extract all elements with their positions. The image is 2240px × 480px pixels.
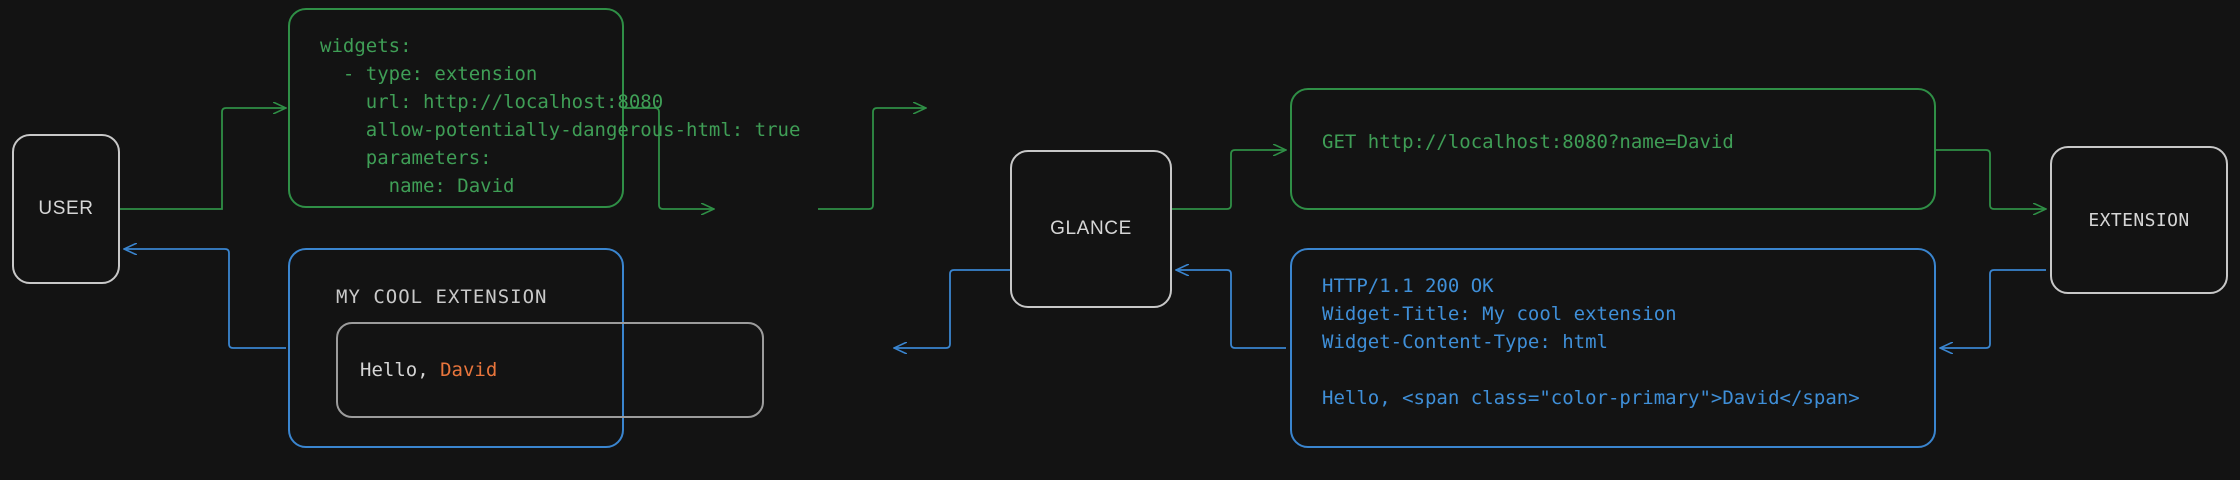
- node-user[interactable]: USER: [12, 134, 120, 284]
- connector-user-to-config: [120, 108, 286, 210]
- node-glance[interactable]: GLANCE: [1010, 150, 1172, 308]
- connector-response-to-glance: [1176, 270, 1286, 349]
- node-glance-label: GLANCE: [1050, 218, 1132, 239]
- connector-extension-to-response: [1940, 269, 2046, 348]
- node-extension[interactable]: EXTENSION: [2050, 146, 2228, 294]
- connector-glance-to-widget: [894, 269, 1010, 348]
- http-response-box[interactable]: HTTP/1.1 200 OK Widget-Title: My cool ex…: [1290, 248, 1936, 448]
- http-request-box[interactable]: GET http://localhost:8080?name=David: [1290, 88, 1936, 210]
- http-response-body: Hello, <span class="color-primary">David…: [1322, 387, 1860, 409]
- widget-greeting-name: David: [440, 359, 498, 381]
- widget-preview-box[interactable]: MY COOL EXTENSION Hello, David: [288, 248, 764, 448]
- node-user-label: USER: [38, 198, 94, 219]
- config-yaml-box[interactable]: widgets: - type: extension url: http://l…: [288, 8, 801, 208]
- response-blank-line: [1322, 356, 1904, 384]
- widget-greeting-prefix: Hello,: [360, 359, 441, 381]
- node-extension-label: EXTENSION: [2088, 209, 2190, 231]
- config-yaml-text: widgets: - type: extension url: http://l…: [320, 35, 801, 197]
- widget-preview-title: MY COOL EXTENSION: [336, 286, 548, 308]
- widget-preview-card[interactable]: Hello, David: [336, 322, 764, 418]
- connector-widget-to-user: [124, 249, 286, 349]
- connector-request-to-extension: [1936, 149, 2046, 209]
- connector-glance-to-request: [1172, 150, 1286, 210]
- connector-config-to-glance: [818, 108, 926, 210]
- http-response-headers: HTTP/1.1 200 OK Widget-Title: My cool ex…: [1322, 275, 1677, 353]
- http-request-text: GET http://localhost:8080?name=David: [1322, 131, 1734, 153]
